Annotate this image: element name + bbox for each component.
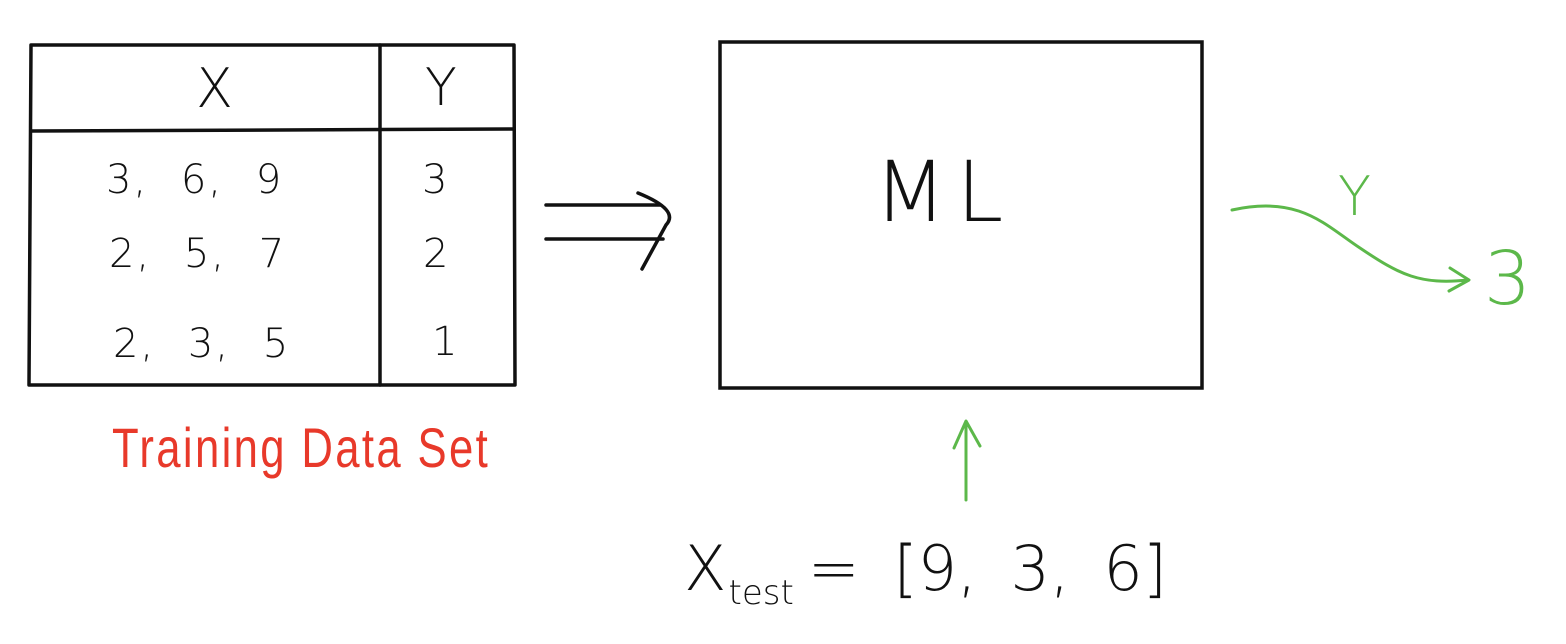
input-x-label: X [684, 532, 727, 605]
table-header-divider [29, 127, 516, 133]
table-row-2-x: 2, 5, 7 [109, 231, 287, 277]
training-data-caption: Training Data Set [112, 416, 491, 479]
table-row-1-x: 3, 6, 9 [106, 157, 284, 203]
table-header-x: X [196, 57, 233, 120]
table-border [27, 43, 517, 387]
implies-arrow [544, 191, 672, 271]
table-row-1-y: 3 [422, 157, 450, 203]
output-value: 3 [1484, 236, 1532, 322]
table-row-3-x: 2, 3, 5 [113, 321, 291, 367]
table-header-y: Y [425, 58, 457, 118]
output-arrow [1230, 204, 1471, 293]
input-arrow [952, 419, 982, 502]
table-row-2-y: 2 [423, 231, 451, 277]
input-expression: Xtest= [9, 3, 6] [684, 538, 1167, 613]
ml-label: ML [874, 143, 1014, 241]
output-y-label: Y [1338, 165, 1371, 228]
input-subscript: test [728, 573, 794, 613]
table-row-3-y: 1 [432, 319, 460, 365]
ml-box [718, 40, 1204, 390]
training-table [27, 43, 517, 387]
input-value: = [9, 3, 6] [807, 532, 1167, 605]
